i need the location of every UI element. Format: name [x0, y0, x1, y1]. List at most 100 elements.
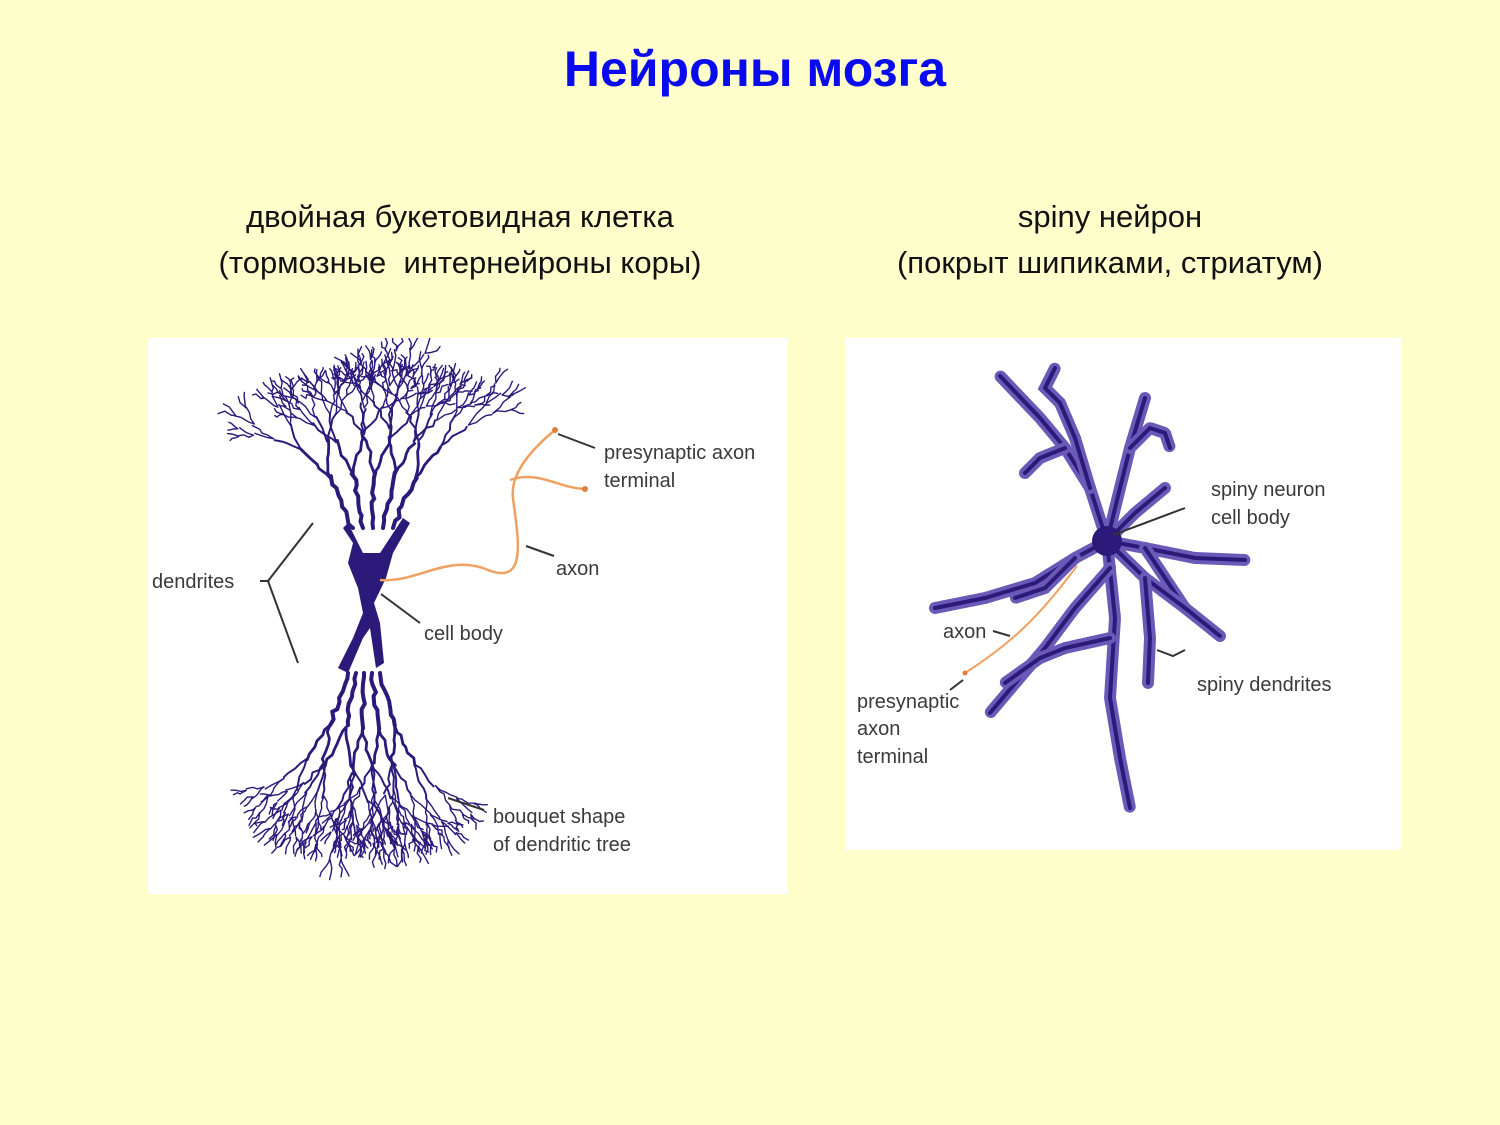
- dendrite-branch: [263, 834, 278, 846]
- dendrite-branch: [356, 384, 374, 403]
- dendrite-branch: [392, 349, 397, 370]
- dendrite-branch: [485, 383, 496, 405]
- dendrite-branch: [260, 794, 273, 803]
- dendrite-branch: [485, 392, 502, 405]
- label-presynaptic-axon: axon: [857, 718, 900, 740]
- dendrite-branch: [264, 777, 285, 790]
- dendrite-branch: [425, 823, 429, 843]
- dendrite-branch: [326, 438, 332, 480]
- dendrite-branch: [414, 441, 421, 480]
- dendrite-branch: [354, 843, 360, 855]
- dendrite-branch: [420, 840, 427, 854]
- dendrite-branch: [376, 850, 383, 865]
- dendrite-branch: [431, 823, 449, 828]
- dendrite-branch: [302, 822, 311, 835]
- dendrite-branch: [272, 825, 279, 841]
- dendrite-branch: [243, 796, 254, 807]
- spiny-cell-body: [1092, 526, 1122, 556]
- dendrite-branch: [444, 386, 450, 401]
- dendrite-branch: [410, 337, 419, 351]
- dendrite-branch: [362, 408, 367, 436]
- dendrite-branch: [392, 764, 400, 801]
- dendrite-branch: [420, 386, 434, 399]
- dendrite-branch: [324, 399, 348, 413]
- dendrite-branch: [367, 359, 374, 375]
- dendrite-branch: [298, 406, 315, 426]
- left-caption-line1: двойная букетовидная клетка: [246, 199, 674, 234]
- dendrite-branch: [305, 822, 311, 834]
- dendrite-branch: [278, 797, 292, 809]
- dendrite-branch: [355, 361, 360, 374]
- dendrite-branch: [317, 378, 323, 396]
- dendrite-branch: [429, 363, 436, 376]
- dendrite-branch: [424, 337, 431, 354]
- dendrite-branch: [243, 391, 247, 409]
- dendrite-branch: [248, 811, 261, 827]
- dendrite-branch: [300, 393, 313, 400]
- dendrite-branch: [416, 386, 420, 412]
- dendrite-branch: [334, 817, 339, 833]
- dendrite-branch: [406, 332, 412, 351]
- dendrite-branch: [510, 408, 525, 415]
- dendrite-branch: [373, 794, 386, 817]
- dendrite-branch: [320, 831, 332, 842]
- dendrite-branch: [357, 346, 363, 365]
- dendrite-branch: [467, 402, 488, 426]
- dendrite-branch: [373, 351, 383, 364]
- dendrite-branch: [431, 840, 438, 853]
- dendrite-branch: [440, 425, 468, 447]
- dendrite-branch: [510, 401, 522, 411]
- dendrite-branch: [277, 790, 288, 802]
- dendrite-branch: [306, 843, 317, 857]
- leader-lines: [260, 433, 596, 811]
- dendrite-branch: [304, 762, 324, 794]
- dendrite-branch: [429, 391, 437, 416]
- dendrite-branch: [282, 758, 308, 779]
- dendrite-branch: [269, 777, 285, 797]
- dendrite-branch: [277, 812, 286, 822]
- dendrite-branch: [352, 828, 363, 842]
- dendrite-branch: [283, 406, 297, 418]
- dendrite-branch: [413, 763, 435, 788]
- dendrite-branch: [470, 394, 489, 404]
- dendrite-branch: [268, 825, 277, 840]
- dendrite-branch: [361, 813, 376, 831]
- dendrite-branch: [217, 410, 237, 417]
- dendrite-branch: [441, 401, 456, 406]
- dendrite-branch: [407, 376, 415, 391]
- dendrite-branch: [359, 842, 366, 858]
- dendrite-branch: [283, 387, 294, 398]
- dendrite-branch: [395, 823, 400, 837]
- dendrite-branch: [328, 859, 333, 881]
- dendrite-branch: [230, 789, 247, 793]
- label-cell-body: cell body: [424, 623, 503, 645]
- dendrite-branch: [273, 407, 284, 416]
- dendrite-branch: [421, 830, 426, 845]
- dendrite-branch: [459, 371, 466, 385]
- dendrite-branch: [391, 476, 419, 530]
- dendrite-branch: [311, 398, 316, 418]
- dendrite-branch: [400, 392, 417, 400]
- dendrite-branch: [416, 389, 433, 395]
- slide-title: Нейроны мозга: [563, 41, 947, 97]
- dendrite-branch: [284, 836, 292, 855]
- dendrite-branch: [257, 796, 269, 815]
- dendrite-branch: [330, 803, 347, 812]
- dendrite-branch: [351, 786, 361, 808]
- dendrite-branch: [253, 821, 265, 834]
- dendrite-branch: [316, 842, 323, 858]
- label-bouquet-2: of dendritic tree: [493, 834, 631, 856]
- dendrite-branch: [347, 843, 355, 856]
- dendrite-branch: [351, 806, 355, 823]
- dendrite-branch: [417, 845, 430, 865]
- label-terminal: terminal: [604, 470, 675, 492]
- dendrite-branch: [383, 389, 392, 411]
- dendrite-branch: [361, 434, 376, 475]
- dendrite-branch: [385, 816, 390, 834]
- dendrite-branch: [254, 432, 275, 440]
- dendrite-branch: [274, 413, 284, 418]
- dendrite-branch: [424, 840, 429, 855]
- dendrite-branch: [359, 353, 365, 366]
- axon: [964, 565, 1078, 674]
- dendrite-branch: [276, 836, 292, 848]
